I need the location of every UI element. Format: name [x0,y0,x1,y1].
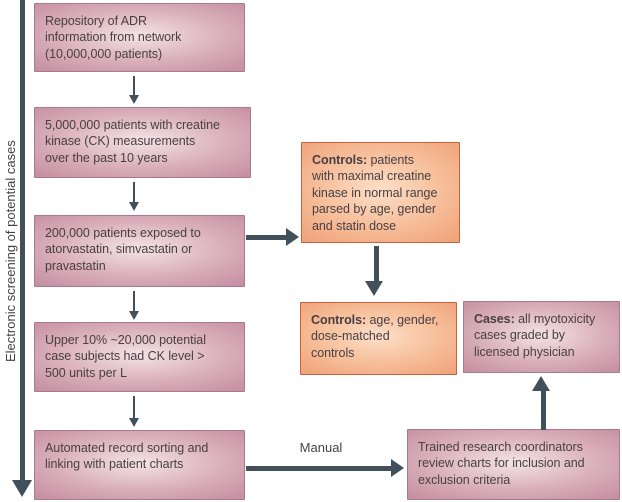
box-ck-measurements-text: 5,000,000 patients with creatine kinase … [45,118,220,165]
screening-arrow-line [20,0,25,481]
box-statin-exposed-text: 200,000 patients exposed to atorvastatin… [45,226,201,273]
connector-line [541,391,546,430]
connector-line [246,466,392,471]
box-upper-10-percent: Upper 10% ~20,000 potential case subject… [34,322,245,392]
connector-line [133,182,135,203]
box-controls-parsed-text: Controls: patients with maximal creatine… [302,143,459,243]
box-statin-exposed: 200,000 patients exposed to atorvastatin… [34,215,245,287]
arrow-right-icon [286,228,299,246]
box-cases-graded: Cases: all myotoxicity cases graded by l… [463,301,620,373]
connector-line [133,396,135,419]
box-ck-measurements: 5,000,000 patients with creatine kinase … [34,107,251,178]
arrow-down-icon [129,202,139,211]
box-cases-graded-text: Cases: all myotoxicity cases graded by l… [464,302,619,369]
connector-line [133,76,135,96]
arrow-down-icon [12,480,32,497]
box-controls-matched: Controls: age, gender, dose-matched cont… [300,302,457,375]
arrow-down-icon [129,95,139,104]
arrow-down-icon [129,418,139,427]
connector-line [246,235,287,240]
box-automated-sorting-text: Automated record sorting and linking wit… [45,441,209,472]
box-controls-parsed: Controls: patients with maximal creatine… [301,142,460,243]
box-repository-text: Repository of ADR information from netwo… [45,14,182,61]
box-chart-review-text: Trained research coordinators review cha… [418,440,585,487]
controls-parsed-rest: patients with maximal creatine kinase in… [312,153,438,233]
connector-line [374,246,379,282]
arrow-down-icon [365,281,383,296]
connector-line [133,291,135,312]
box-repository: Repository of ADR information from netwo… [34,3,245,72]
controls-matched-rest: age, gender, dose-matched controls [311,313,439,360]
cases-prefix: Cases: [474,312,515,326]
box-automated-sorting: Automated record sorting and linking wit… [34,430,245,500]
arrow-right-icon [391,459,404,477]
arrow-down-icon [129,311,139,320]
controls-prefix: Controls: [312,153,368,167]
side-axis-label: Electronic screening of potential cases [3,140,18,362]
box-chart-review: Trained research coordinators review cha… [407,429,620,500]
arrow-up-icon [532,376,550,391]
manual-arrow-label: Manual [299,440,343,455]
cases-graded-rest: all myotoxicity cases graded by licensed… [474,312,596,359]
box-upper-10-percent-text: Upper 10% ~20,000 potential case subject… [45,333,206,380]
box-controls-matched-text: Controls: age, gender, dose-matched cont… [301,303,456,370]
controls-prefix: Controls: [311,313,367,327]
